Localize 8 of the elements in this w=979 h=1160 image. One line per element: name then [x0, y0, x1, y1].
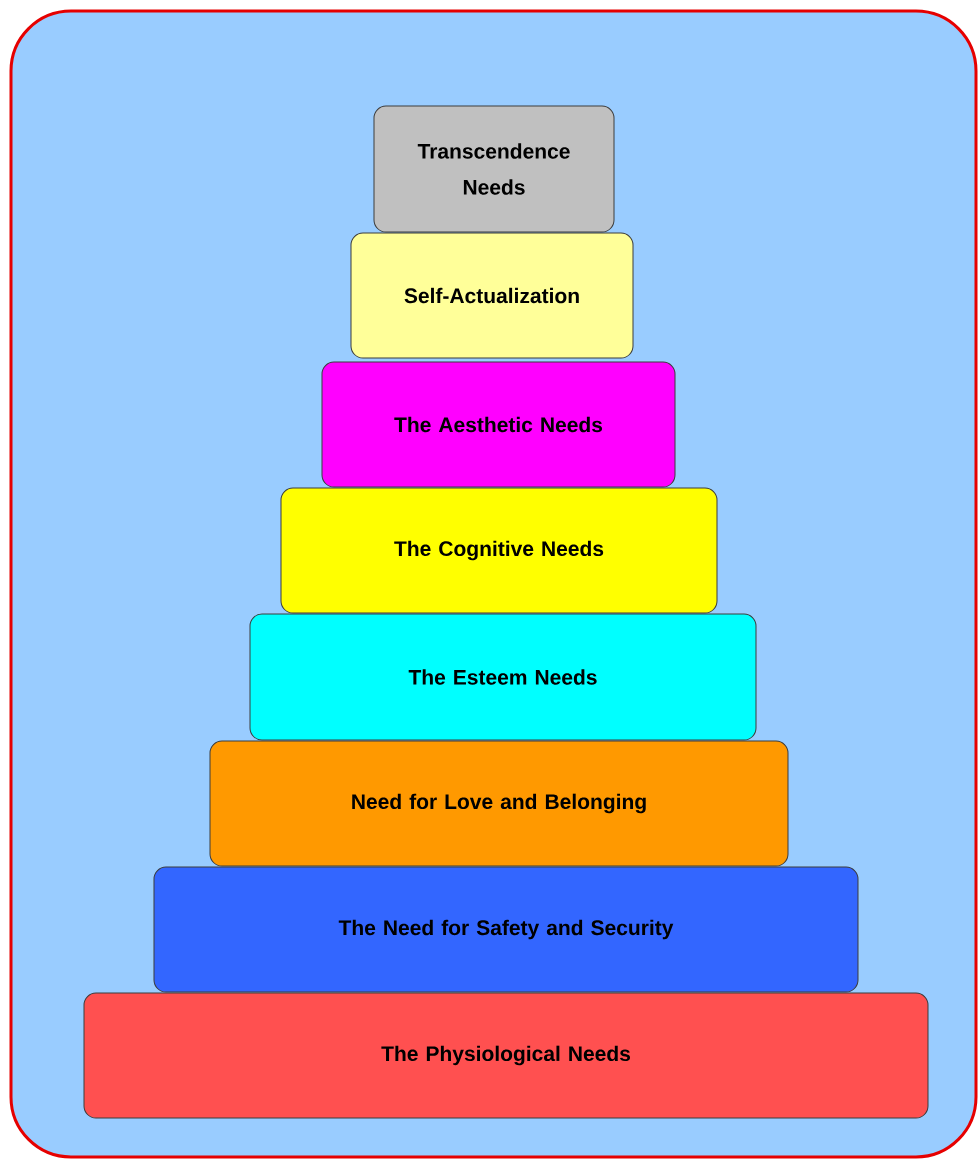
pyramid-level-box: The Cognitive Needs [280, 487, 718, 614]
pyramid-level-box: Self-Actualization [350, 232, 634, 359]
pyramid-level-box: The Aesthetic Needs [321, 361, 676, 488]
pyramid-level-box: The Need for Safety and Security [153, 866, 859, 993]
pyramid-level-box: The Esteem Needs [249, 613, 757, 741]
pyramid-level-box: Need for Love and Belonging [209, 740, 789, 867]
pyramid-level-box: Transcendence Needs [373, 105, 615, 233]
pyramid-level-box: The Physiological Needs [83, 992, 929, 1119]
